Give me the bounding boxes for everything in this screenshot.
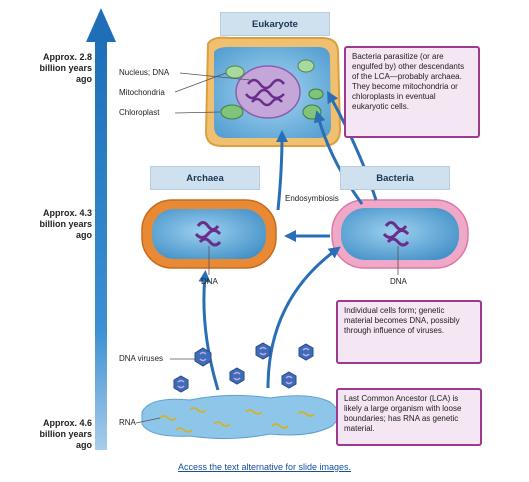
eukaryote-header: Eukaryote — [220, 12, 330, 36]
virus — [255, 342, 271, 360]
chloroplast — [308, 88, 324, 100]
dna-viruses — [173, 342, 314, 393]
archaea-dna — [194, 221, 222, 247]
text-alternative-link[interactable]: Access the text alternative for slide im… — [177, 462, 352, 472]
archaea-dna-label: DNA — [201, 277, 218, 286]
mitochondria-label: Mitochondria — [119, 88, 165, 97]
eukaryote-cell — [204, 36, 342, 147]
chloroplast — [220, 104, 244, 120]
nucleus-dna-label: Nucleus; DNA — [119, 68, 170, 77]
chloroplast-label: Chloroplast — [119, 108, 160, 117]
mitochondrion — [225, 65, 245, 79]
lca-to-archaea-arrow — [198, 270, 220, 391]
lca-to-bacteria-arrow — [266, 246, 341, 389]
endosymbiosis-label: Endosymbiosis — [285, 194, 339, 203]
archaea-header: Archaea — [150, 166, 260, 190]
archaea-cell — [141, 199, 277, 269]
bacteria-to-mitochondria-arrow — [313, 110, 364, 205]
rna-pointer — [135, 417, 161, 424]
bacteria-cell — [331, 199, 469, 269]
bacteria-header: Bacteria — [340, 166, 450, 190]
virus — [194, 347, 212, 367]
bacteria-dna — [382, 221, 410, 247]
rna-label: RNA — [119, 418, 136, 427]
eukaryote-pointer-lines — [174, 72, 251, 114]
mitochondrion — [297, 59, 315, 73]
nucleus-dna — [245, 78, 285, 107]
dna-viruses-label: DNA viruses — [119, 354, 164, 363]
lca-organism — [141, 394, 339, 440]
eukaryote-note: Bacteria parasitize (or are engulfed by)… — [344, 46, 480, 138]
bacteria-dna-label: DNA — [390, 277, 407, 286]
virus — [281, 371, 297, 389]
virus — [298, 343, 314, 361]
virus — [173, 375, 189, 393]
virus — [229, 367, 245, 385]
lca-note: Last Common Ancestor (LCA) is likely a l… — [336, 388, 482, 446]
lca-rna — [159, 407, 315, 433]
archaea-to-eukaryote-arrow — [275, 130, 288, 211]
timeline-arrow — [86, 8, 116, 450]
cells-note: Individual cells form; genetic material … — [336, 300, 482, 364]
